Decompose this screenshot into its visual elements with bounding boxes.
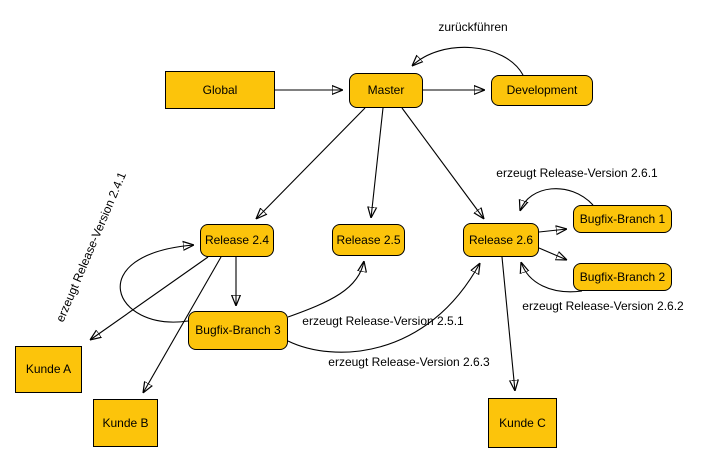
edge-development-master <box>412 46 524 76</box>
edge-label-version-2-6-2: erzeugt Release-Version 2.6.2 <box>522 299 684 313</box>
edge-label-zurueckfuehren: zurückführen <box>438 20 508 34</box>
edge-label-version-2-6-3: erzeugt Release-Version 2.6.3 <box>328 355 490 369</box>
edge-master-release26 <box>401 107 484 219</box>
node-kunde-c: Kunde C <box>488 398 557 448</box>
node-kunde-a: Kunde A <box>15 346 82 393</box>
edge-release26-bugfix1 <box>538 229 567 232</box>
node-bugfix-branch-3: Bugfix-Branch 3 <box>188 311 288 350</box>
edge-bugfix1-release26 <box>520 188 594 211</box>
node-kunde-b: Kunde B <box>93 399 158 447</box>
edge-release26-bugfix2 <box>538 247 567 260</box>
node-bugfix-branch-1: Bugfix-Branch 1 <box>573 205 672 233</box>
node-release-2-6: Release 2.6 <box>463 223 539 257</box>
node-bugfix-branch-2: Bugfix-Branch 2 <box>573 263 672 291</box>
node-development: Development <box>491 75 593 106</box>
node-release-2-5: Release 2.5 <box>332 224 405 256</box>
edge-release24-kundeA <box>90 256 209 340</box>
edge-master-release25 <box>371 107 384 218</box>
edge-bugfix2-release26 <box>521 262 583 293</box>
edge-bugfix3-release26 <box>287 263 480 353</box>
edge-release26-kundeC <box>501 256 515 391</box>
node-master: Master <box>349 73 423 108</box>
edge-release24-kundeB <box>143 256 222 393</box>
edge-label-version-2-6-1: erzeugt Release-Version 2.6.1 <box>496 166 658 180</box>
edge-bugfix3-release24 <box>119 245 194 323</box>
edge-master-release24 <box>256 107 366 219</box>
edge-bugfix3-release25 <box>287 261 364 318</box>
node-release-2-4: Release 2.4 <box>200 224 274 257</box>
node-global: Global <box>165 71 275 109</box>
edge-label-version-2-5-1: erzeugt Release-Version 2.5.1 <box>302 314 464 328</box>
